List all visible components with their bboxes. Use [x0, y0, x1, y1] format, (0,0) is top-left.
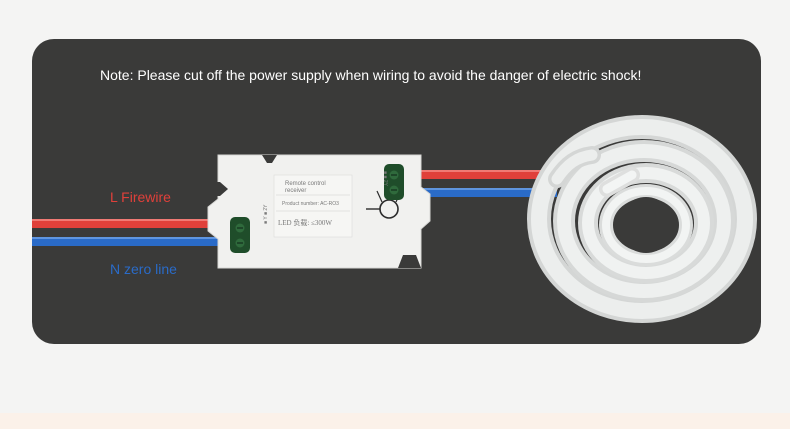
input-wires [32, 219, 232, 246]
live-wire-in [32, 219, 232, 228]
coil-center [618, 197, 674, 253]
receiver-load-rating: LED 负载: ≤300W [278, 219, 333, 227]
live-wire-out [397, 170, 557, 179]
live-wire-label: L Firewire [110, 189, 171, 205]
receiver-product-number: Product number: AC-RO3 [282, 201, 339, 207]
neutral-wire-in [32, 237, 232, 246]
output-wires [397, 170, 557, 197]
output-terminal [384, 164, 404, 200]
receiver-input-marking: ■ Y ■ 2Y [263, 204, 269, 224]
safety-note: Note: Please cut off the power supply wh… [100, 67, 642, 83]
receiver-output-marking: ■ ■ 2Y [382, 171, 388, 186]
input-terminal [230, 217, 250, 253]
bottom-band [0, 413, 790, 429]
wiring-illustration [32, 115, 757, 323]
receiver-body [207, 154, 431, 269]
neutral-wire-label: N zero line [110, 261, 177, 277]
wiring-diagram-panel: Note: Please cut off the power supply wh… [32, 39, 761, 344]
neutral-wire-out [397, 188, 557, 197]
led-strip-coil [527, 115, 757, 323]
receiver-title: Remote control receiver [285, 181, 326, 194]
